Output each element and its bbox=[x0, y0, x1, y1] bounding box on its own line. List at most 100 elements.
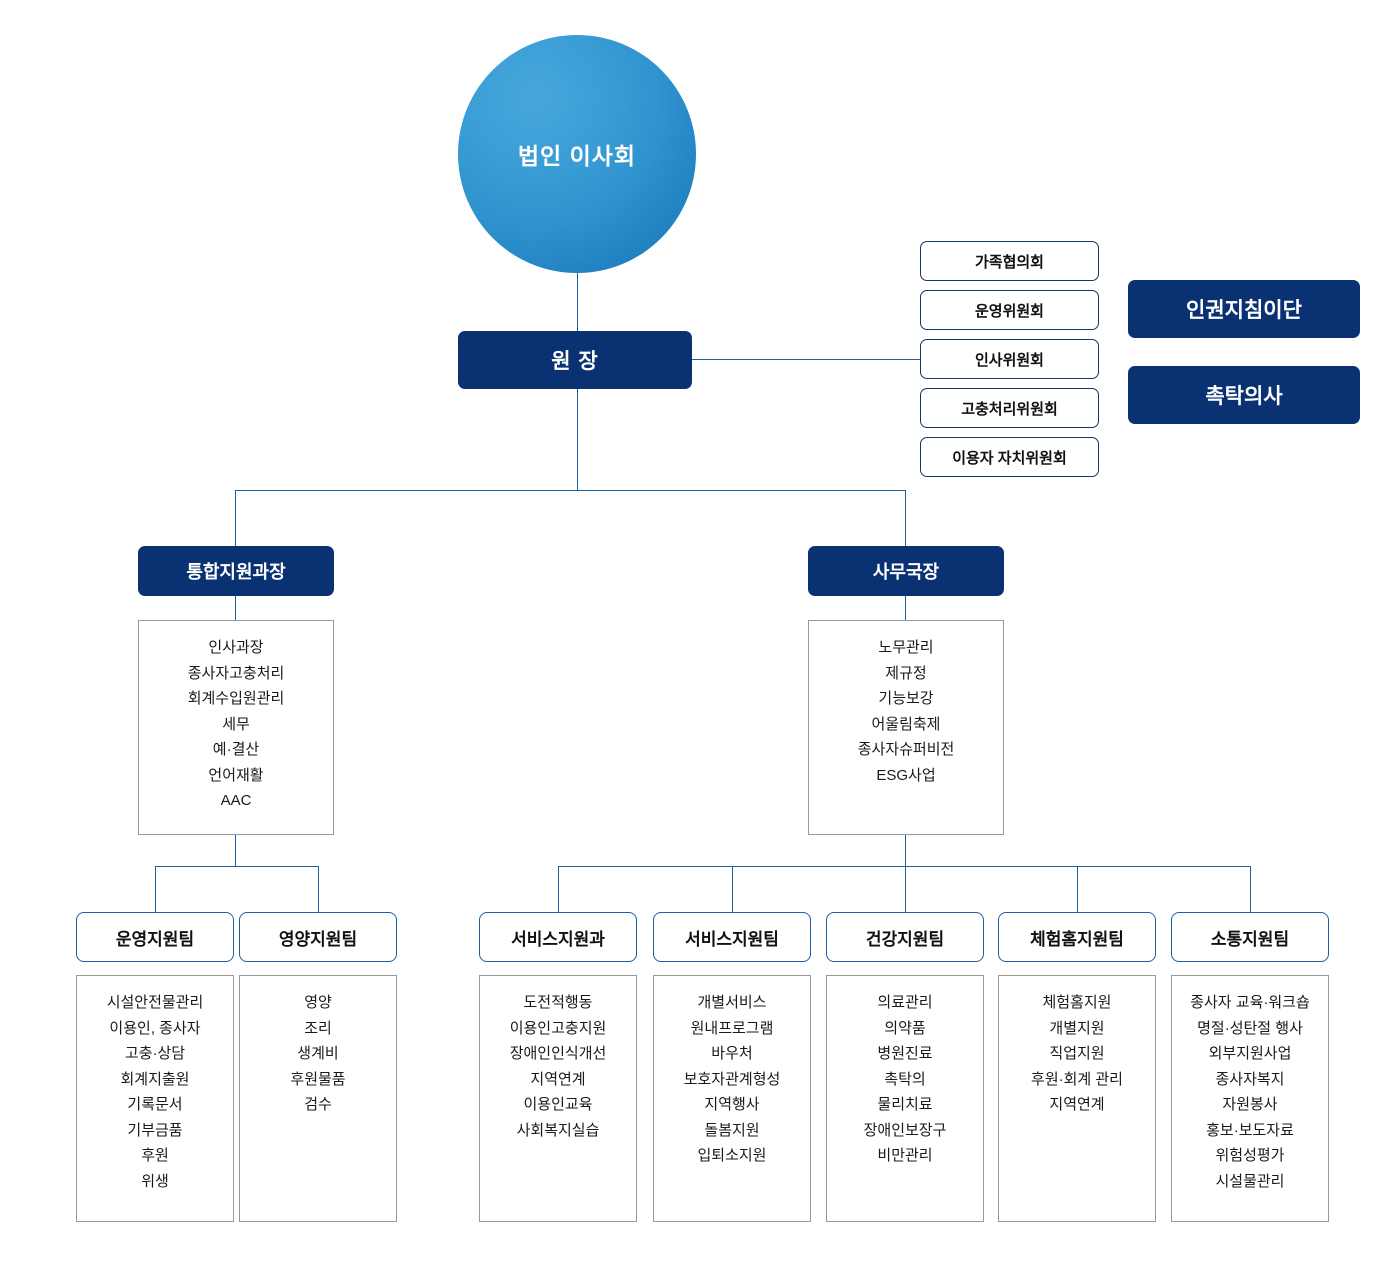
detail-item: 물리치료 bbox=[877, 1096, 933, 1113]
detail-box-service-support-dept: 도전적행동 이용인고충지원 장애인인식개선 지역연계 이용인교육 사회복지실습 bbox=[479, 975, 637, 1222]
detail-item: 사회복지실습 bbox=[516, 1121, 600, 1139]
committee-box-operating[interactable]: 운영위원회 bbox=[920, 290, 1099, 330]
committee-box-personnel[interactable]: 인사위원회 bbox=[920, 339, 1099, 379]
detail-item: 시설물관리 bbox=[1215, 1172, 1285, 1190]
detail-item: 보호자관계형성 bbox=[683, 1070, 781, 1088]
detail-item: 개별서비스 bbox=[697, 994, 767, 1011]
connector-integrated-head-to-detail bbox=[235, 596, 236, 620]
detail-box-nutrition-support: 영양 조리 생계비 후원물품 검수 bbox=[239, 975, 397, 1222]
connector-director-to-committees bbox=[692, 359, 920, 360]
detail-item: 위험성평가 bbox=[1215, 1147, 1285, 1164]
detail-item: 후원물품 bbox=[290, 1070, 346, 1088]
committee-box-user-autonomy[interactable]: 이용자 자치위원회 bbox=[920, 437, 1099, 477]
committee-label: 이용자 자치위원회 bbox=[952, 449, 1067, 467]
team-label: 운영지원팀 bbox=[115, 929, 195, 949]
detail-item: 기부금품 bbox=[127, 1121, 183, 1139]
connector-secretariat-detail-down bbox=[905, 835, 906, 866]
detail-item: 어울림축제 bbox=[871, 715, 941, 733]
committee-box-family-council[interactable]: 가족협의회 bbox=[920, 241, 1099, 281]
detail-item: 제규정 bbox=[885, 664, 927, 682]
detail-box-integrated-support: 인사과장 종사자고충처리 회계수입원관리 세무 예·결산 언어재활 AAC bbox=[138, 620, 334, 835]
detail-item: 직업지원 bbox=[1049, 1045, 1105, 1062]
detail-item: AAC bbox=[220, 792, 252, 809]
node-director[interactable]: 원 장 bbox=[458, 331, 692, 389]
detail-box-experience-home-team: 체험홈지원 개별지원 직업지원 후원·회계 관리 지역연계 bbox=[998, 975, 1156, 1222]
team-label: 소통지원팀 bbox=[1210, 929, 1290, 949]
detail-item: 생계비 bbox=[297, 1045, 339, 1062]
detail-item: 시설안전물관리 bbox=[106, 994, 204, 1011]
connector-to-health-support-team bbox=[905, 866, 906, 912]
detail-item: 이용인, 종사자 bbox=[109, 1019, 201, 1037]
team-header-service-support-dept[interactable]: 서비스지원과 bbox=[479, 912, 637, 962]
committee-label: 운영위원회 bbox=[974, 302, 1044, 320]
committee-label: 고충처리위원회 bbox=[961, 400, 1058, 418]
detail-item: 비만관리 bbox=[877, 1147, 933, 1164]
detail-box-secretariat: 노무관리 제규정 기능보강 어울림축제 종사자슈퍼비전 ESG사업 bbox=[808, 620, 1004, 835]
connector-to-integrated-dept bbox=[235, 490, 236, 546]
detail-box-health-support-team: 의료관리 의약품 병원진료 촉탁의 물리치료 장애인보장구 비만관리 bbox=[826, 975, 984, 1222]
node-integrated-support-dept-head[interactable]: 통합지원과장 bbox=[138, 546, 334, 596]
connector-secretariat-head-to-detail bbox=[905, 596, 906, 620]
detail-item: 종사자고충처리 bbox=[187, 664, 285, 682]
detail-item: 바우처 bbox=[711, 1045, 753, 1062]
connector-department-bus bbox=[235, 490, 906, 491]
detail-item: 자원봉사 bbox=[1222, 1096, 1278, 1113]
team-header-nutrition-support[interactable]: 영양지원팀 bbox=[239, 912, 397, 962]
connector-to-operations-team bbox=[155, 866, 156, 912]
connector-to-experience-home-team bbox=[1077, 866, 1078, 912]
team-header-experience-home-team[interactable]: 체험홈지원팀 bbox=[998, 912, 1156, 962]
committee-box-grievance[interactable]: 고충처리위원회 bbox=[920, 388, 1099, 428]
connector-to-service-support-team bbox=[732, 866, 733, 912]
detail-item: 위생 bbox=[141, 1172, 169, 1190]
team-label: 서비스지원팀 bbox=[685, 929, 779, 949]
root-node-label: 법인 이사회 bbox=[517, 143, 637, 169]
detail-item: 노무관리 bbox=[878, 639, 934, 656]
node-human-rights-guidance-team[interactable]: 인권지침이단 bbox=[1128, 280, 1360, 338]
connector-right-team-bus bbox=[558, 866, 1251, 867]
detail-item: 인사과장 bbox=[208, 639, 264, 656]
detail-item: 회계지출원 bbox=[120, 1070, 190, 1088]
detail-item: 세무 bbox=[222, 715, 250, 733]
connector-left-team-bus bbox=[155, 866, 319, 867]
team-label: 건강지원팀 bbox=[865, 929, 945, 949]
connector-to-communication-team bbox=[1250, 866, 1251, 912]
root-node-board[interactable]: 법인 이사회 bbox=[458, 35, 696, 273]
department-label: 통합지원과장 bbox=[186, 562, 286, 582]
node-contract-doctor[interactable]: 촉탁의사 bbox=[1128, 366, 1360, 424]
detail-item: 영양 bbox=[304, 994, 332, 1011]
detail-item: 검수 bbox=[304, 1096, 332, 1113]
team-header-health-support-team[interactable]: 건강지원팀 bbox=[826, 912, 984, 962]
detail-item: ESG사업 bbox=[876, 766, 936, 784]
node-director-label: 원 장 bbox=[551, 350, 599, 373]
detail-item: 이용인고충지원 bbox=[509, 1019, 607, 1037]
detail-item: 종사자슈퍼비전 bbox=[857, 741, 955, 758]
connector-to-service-support-dept bbox=[558, 866, 559, 912]
node-secretariat-head[interactable]: 사무국장 bbox=[808, 546, 1004, 596]
team-header-service-support-team[interactable]: 서비스지원팀 bbox=[653, 912, 811, 962]
detail-item: 개별지원 bbox=[1049, 1019, 1105, 1037]
detail-item: 도전적행동 bbox=[523, 994, 593, 1011]
detail-item: 이용인교육 bbox=[523, 1096, 593, 1113]
detail-item: 원내프로그램 bbox=[690, 1019, 774, 1037]
committee-label: 인사위원회 bbox=[974, 351, 1044, 369]
detail-item: 지역연계 bbox=[530, 1070, 586, 1088]
detail-item: 의료관리 bbox=[877, 994, 933, 1011]
detail-item: 입퇴소지원 bbox=[697, 1147, 767, 1164]
team-header-communication-team[interactable]: 소통지원팀 bbox=[1171, 912, 1329, 962]
detail-item: 지역연계 bbox=[1049, 1096, 1105, 1113]
detail-item: 홍보·보도자료 bbox=[1206, 1121, 1294, 1139]
detail-item: 장애인보장구 bbox=[863, 1121, 947, 1139]
detail-item: 고충·상담 bbox=[124, 1045, 186, 1062]
team-label: 서비스지원과 bbox=[511, 929, 605, 949]
detail-item: 후원·회계 관리 bbox=[1031, 1070, 1123, 1088]
connector-integrated-detail-down bbox=[235, 835, 236, 866]
detail-item: 돌봄지원 bbox=[704, 1121, 760, 1139]
team-header-operations-support[interactable]: 운영지원팀 bbox=[76, 912, 234, 962]
detail-box-communication-team: 종사자 교육·워크숍 명절·성탄절 행사 외부지원사업 종사자복지 자원봉사 홍… bbox=[1171, 975, 1329, 1222]
detail-item: 지역행사 bbox=[704, 1096, 760, 1113]
detail-item: 명절·성탄절 행사 bbox=[1197, 1019, 1303, 1037]
detail-item: 촉탁의 bbox=[884, 1070, 926, 1088]
detail-item: 종사자 교육·워크숍 bbox=[1190, 994, 1310, 1011]
team-label: 체험홈지원팀 bbox=[1030, 929, 1124, 949]
detail-item: 기능보강 bbox=[878, 690, 934, 707]
